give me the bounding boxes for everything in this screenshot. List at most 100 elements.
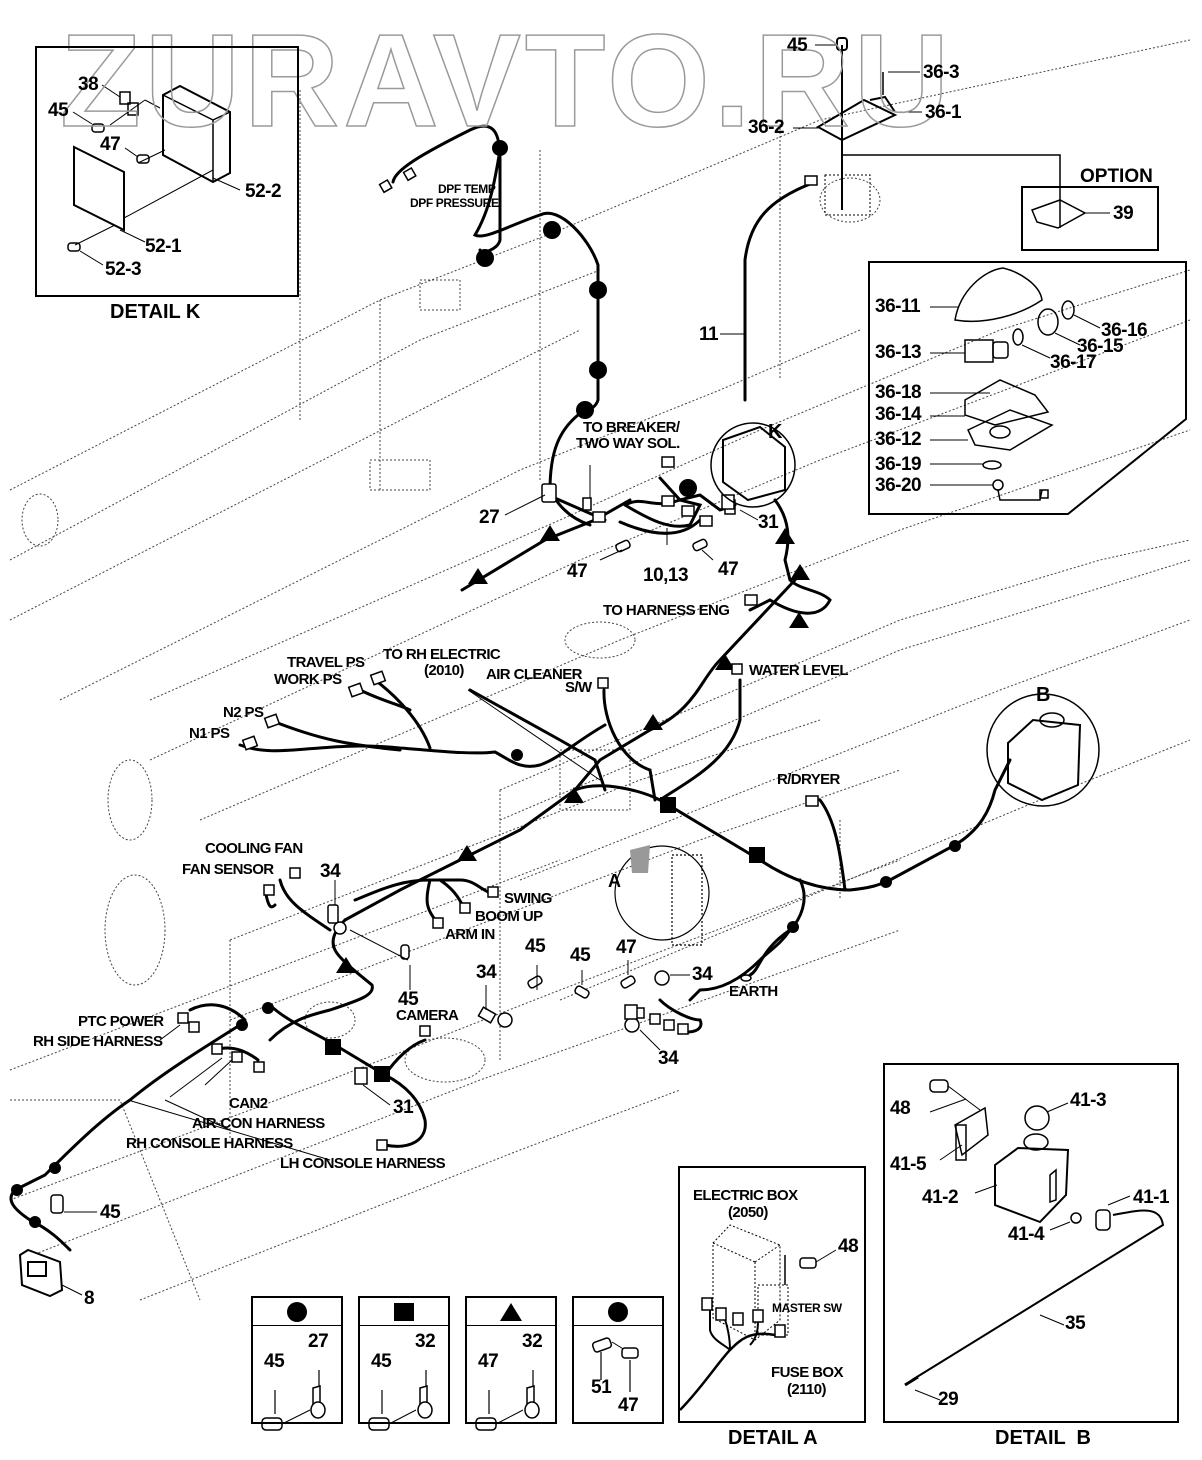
callout-work-ps: WORK PS [274, 671, 342, 688]
connector [487, 886, 499, 898]
marker-triangle [715, 654, 735, 670]
bolt [615, 539, 631, 553]
part-label: 41-3 [1070, 1090, 1107, 1111]
marker-triangle [790, 564, 810, 580]
callout-to-breaker: TO BREAKER/ [583, 419, 680, 436]
connector [241, 735, 259, 751]
legend-4-parts [591, 1337, 639, 1392]
marker-circle [262, 1002, 274, 1014]
detail-k-marker [710, 422, 796, 508]
connector [731, 663, 743, 675]
connector [263, 713, 281, 729]
marker-circle [589, 281, 607, 299]
callout-sw: S/W [565, 679, 592, 696]
part-label: 36-19 [875, 454, 922, 475]
beacon-detail-box [868, 261, 1187, 515]
part-label: 39 [1113, 203, 1134, 224]
marker-triangle [457, 845, 477, 861]
marker-square [660, 797, 676, 813]
connector [432, 917, 444, 929]
part-label: 36-13 [875, 342, 922, 363]
beacon-detail-drawing [930, 267, 1101, 501]
marker-circle [49, 1162, 61, 1174]
part-label: 45 [398, 989, 419, 1010]
detail-a-fuse-box-code: (2110) [787, 1381, 827, 1398]
connector [804, 175, 818, 186]
part-label: 36-20 [875, 475, 922, 496]
legend-box-circle-2 [572, 1296, 664, 1424]
circle-symbol-icon [608, 1301, 628, 1322]
connector [378, 179, 393, 194]
connector [253, 1061, 265, 1073]
detail-a-drawing [679, 1224, 837, 1411]
detail-a-marker-label: A [608, 871, 621, 891]
legend-part: 45 [264, 1351, 285, 1372]
bolt [527, 975, 543, 989]
callout-water-level: WATER LEVEL [749, 662, 849, 679]
part-label: 52-2 [245, 181, 282, 202]
legend-part: 32 [522, 1331, 543, 1352]
detail-a-electric-box: ELECTRIC BOX [693, 1187, 798, 1204]
callout-swing: SWING [504, 890, 552, 907]
marker-circle [236, 1019, 248, 1031]
part-label: 47 [718, 559, 739, 580]
callout-camera: CAMERA [396, 1007, 459, 1024]
square-symbol-icon [394, 1302, 414, 1321]
connector [699, 515, 713, 527]
clamp [354, 1067, 368, 1085]
part-label: 36-2 [748, 117, 785, 138]
detail-b-marker [986, 693, 1100, 807]
option-title: OPTION [1080, 166, 1153, 187]
marker-triangle [564, 787, 584, 803]
connector [459, 902, 471, 914]
marker-circle [29, 1216, 41, 1228]
connector [231, 1051, 243, 1063]
part-label: 45 [525, 936, 546, 957]
clamp [327, 904, 339, 924]
option-box [1021, 186, 1159, 251]
part-label: 41-5 [890, 1154, 927, 1175]
legend-part: 47 [618, 1395, 639, 1416]
connector [347, 682, 365, 698]
callout-rh-side-harness: RH SIDE HARNESS [33, 1033, 163, 1050]
part-label: 41-1 [1133, 1187, 1170, 1208]
part-label: 34 [320, 861, 341, 882]
part-label: 36-12 [875, 429, 922, 450]
part-label: 52-1 [145, 236, 182, 257]
marker-square [325, 1039, 341, 1055]
detail-k-marker-label: K [768, 421, 783, 443]
connector [582, 497, 592, 511]
legend-3-parts [475, 1370, 540, 1431]
callout-air-cleaner: AIR CLEANER [486, 666, 583, 683]
part-label: 45 [787, 35, 808, 56]
connector [211, 1043, 223, 1055]
marker-triangle [336, 957, 356, 973]
callout-dpf-pressure: DPF PRESSURE [410, 196, 499, 210]
clamp [333, 921, 347, 935]
marker-circle [476, 249, 494, 267]
marker-triangle [468, 568, 488, 584]
connector [592, 511, 606, 523]
legend-box-triangle [465, 1296, 557, 1424]
callout-can2: CAN2 [229, 1095, 268, 1112]
detail-a-electric-box-code: (2050) [728, 1204, 768, 1221]
marker-triangle [775, 528, 795, 544]
callout-two-way-sol: TWO WAY SOL. [576, 435, 680, 452]
marker-circle [787, 921, 799, 933]
part-label: 45 [100, 1202, 121, 1223]
connectors [177, 167, 819, 1151]
connector [661, 495, 675, 507]
legend-part: 47 [478, 1351, 499, 1372]
part-label: 36-14 [875, 404, 922, 425]
callout-travel-ps: TRAVEL PS [287, 654, 365, 671]
callout-to-harness-eng: TO HARNESS ENG [603, 602, 730, 619]
detail-b-marker-label: B [1036, 684, 1051, 706]
callout-n1-ps: N1 PS [189, 725, 230, 742]
callout-air-con-harness: AIR-CON HARNESS [192, 1115, 325, 1132]
connector [419, 1025, 431, 1037]
callout-boom-up: BOOM UP [475, 908, 543, 925]
legend-1-parts [261, 1370, 326, 1431]
detail-k-drawing [67, 84, 241, 266]
part-label: 41-2 [922, 1187, 959, 1208]
